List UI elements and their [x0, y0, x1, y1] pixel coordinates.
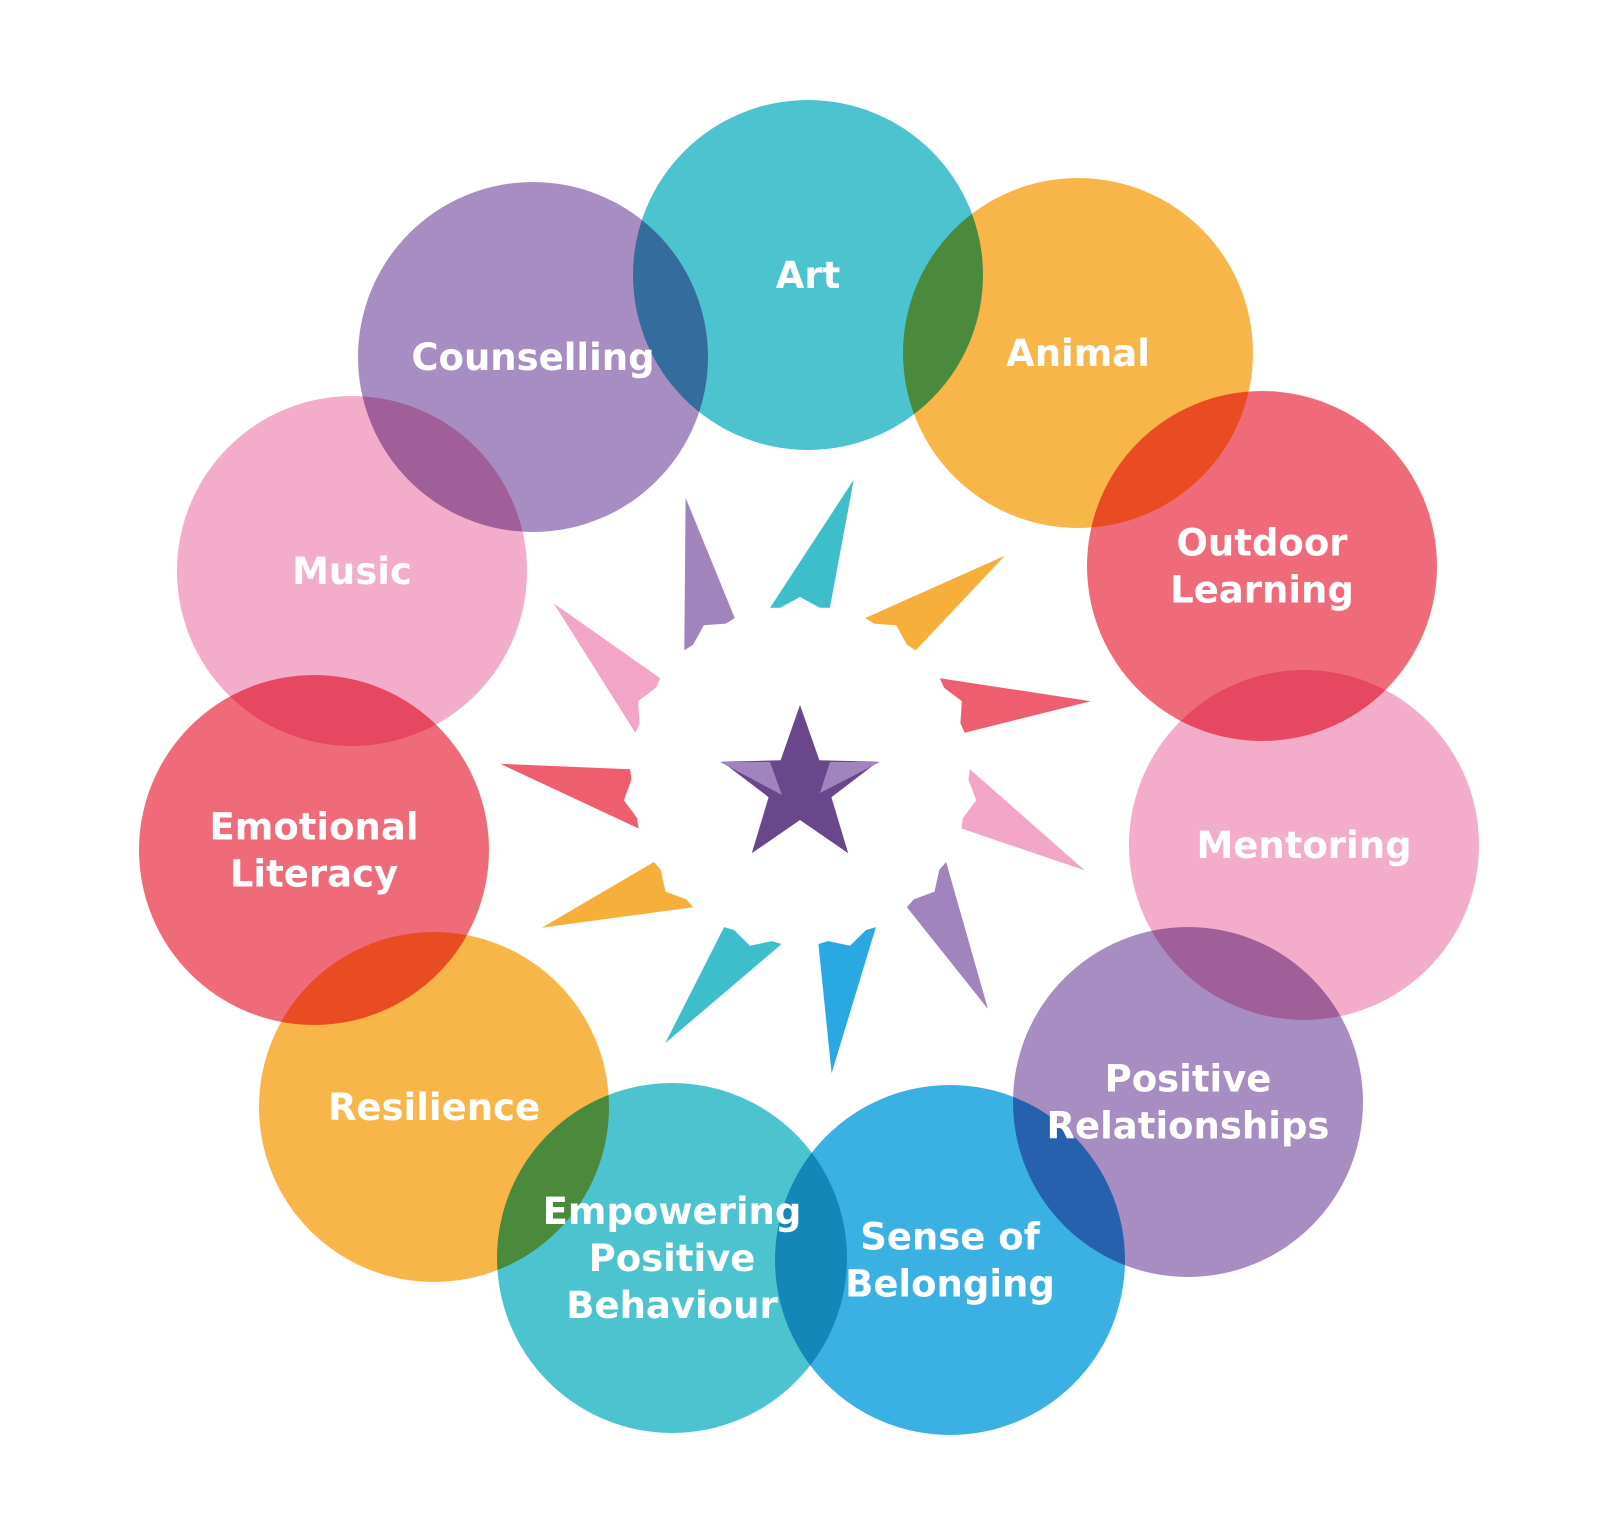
- bubble-label-music: Music: [292, 550, 412, 593]
- bubble-label-empowering-positive-behaviour-line-1: Empowering: [543, 1190, 802, 1233]
- star-point-6: [818, 927, 876, 1074]
- bubble-counselling: [358, 182, 708, 532]
- bubble-label-art: Art: [776, 254, 841, 297]
- bubble-labels: ArtAnimalOutdoorLearningMentoringPositiv…: [209, 254, 1411, 1327]
- star-point-10: [553, 603, 661, 733]
- star-icon: [722, 705, 878, 854]
- star-point-9: [500, 763, 639, 829]
- star-point-2: [865, 555, 1005, 651]
- bubble-label-positive-relationships-line-1: Positive: [1105, 1058, 1272, 1101]
- center-emblem: [500, 479, 1091, 1074]
- bubble-label-positive-relationships-line-2: Relationships: [1047, 1105, 1330, 1148]
- star-point-8: [541, 862, 694, 928]
- bubble-outdoor-learning: [1087, 391, 1437, 741]
- bubble-label-empowering-positive-behaviour-line-2: Positive: [589, 1237, 756, 1280]
- bubble-label-emotional-literacy-line-2: Literacy: [230, 853, 398, 896]
- star-icon-right-arm: [820, 762, 880, 793]
- bubble-label-resilience: Resilience: [328, 1086, 540, 1129]
- bubble-sense-of-belonging: [775, 1085, 1125, 1435]
- bubble-label-counselling: Counselling: [411, 336, 654, 379]
- bubble-label-outdoor-learning-line-1: Outdoor: [1176, 522, 1348, 565]
- star-point-11: [684, 497, 735, 651]
- bubble-label-sense-of-belonging-line-2: Belonging: [845, 1263, 1055, 1306]
- bubble-label-outdoor-learning-line-2: Learning: [1170, 569, 1354, 612]
- bubble-label-mentoring: Mentoring: [1196, 824, 1411, 867]
- star-point-5: [906, 862, 988, 1009]
- star-point-4: [961, 769, 1085, 871]
- star-icon-left-arm: [720, 762, 782, 795]
- star-point-7: [665, 927, 782, 1044]
- bubble-label-sense-of-belonging-line-1: Sense of: [860, 1216, 1041, 1259]
- bubble-emotional-literacy: [139, 675, 489, 1025]
- star-point-1: [770, 479, 854, 608]
- bubble-ring: [139, 100, 1479, 1435]
- bubble-label-empowering-positive-behaviour-line-3: Behaviour: [566, 1284, 778, 1327]
- bubble-art: [633, 100, 983, 450]
- star-point-3: [939, 678, 1091, 733]
- bubble-label-emotional-literacy-line-1: Emotional: [209, 806, 418, 849]
- bubble-label-animal: Animal: [1006, 332, 1150, 375]
